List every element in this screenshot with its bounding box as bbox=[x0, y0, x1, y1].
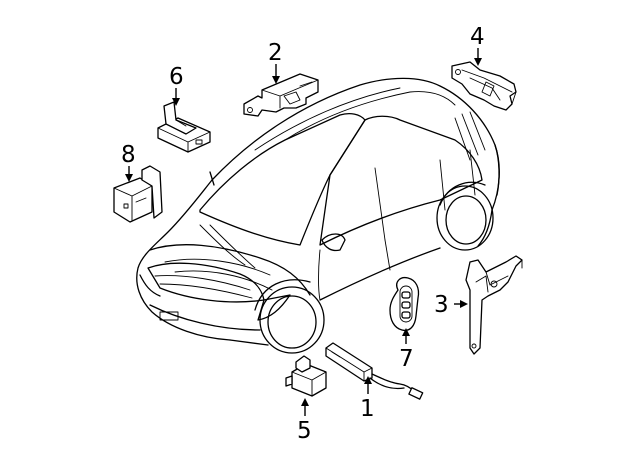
callout-1: 1 bbox=[360, 396, 375, 422]
callout-7: 7 bbox=[399, 346, 414, 372]
callout-labels: 1 2 3 4 5 6 7 8 bbox=[121, 24, 485, 444]
part-4-module bbox=[451, 61, 517, 111]
part-8-module bbox=[113, 165, 163, 223]
part-6-module bbox=[157, 101, 211, 153]
part-5-control-box bbox=[285, 355, 327, 397]
callout-4: 4 bbox=[470, 24, 485, 50]
vehicle-illustration bbox=[136, 77, 500, 354]
callout-5: 5 bbox=[297, 418, 312, 444]
part-7-key-fob bbox=[389, 276, 420, 332]
callout-3: 3 bbox=[434, 292, 449, 318]
callout-2: 2 bbox=[268, 40, 283, 66]
callout-arrows bbox=[125, 48, 482, 416]
callout-6: 6 bbox=[169, 64, 184, 90]
part-1-antenna bbox=[325, 342, 424, 400]
part-3-bracket bbox=[465, 255, 523, 355]
callout-8: 8 bbox=[121, 142, 136, 168]
part-2-module bbox=[243, 73, 319, 117]
